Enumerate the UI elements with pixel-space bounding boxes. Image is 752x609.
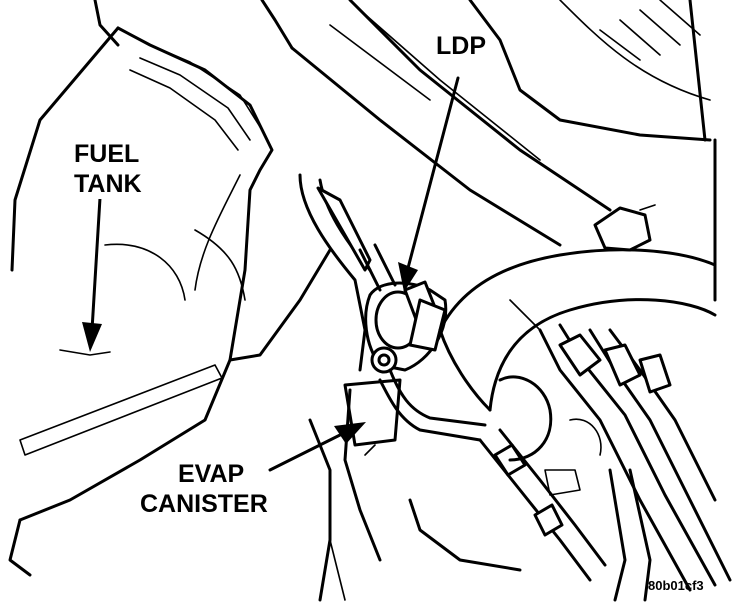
figure-code: 80b01cf3: [648, 578, 704, 593]
fuel-lines: [478, 323, 732, 602]
body-panels: [93, 0, 717, 302]
evap-label-line2: CANISTER: [138, 490, 270, 519]
fuel-tank: [8, 26, 332, 577]
frame-rail: [308, 388, 522, 602]
leader-arrows: [82, 76, 460, 472]
fuel-tank-label-line2: TANK: [72, 170, 144, 199]
evap-canister: [298, 173, 402, 447]
ldp-label: LDP: [434, 32, 488, 61]
crossmember-pipe: [438, 204, 717, 412]
fuel-tank-label-line1: FUEL: [72, 140, 142, 169]
evap-label-line1: EVAP: [176, 460, 247, 489]
ldp-assembly: [358, 243, 487, 442]
